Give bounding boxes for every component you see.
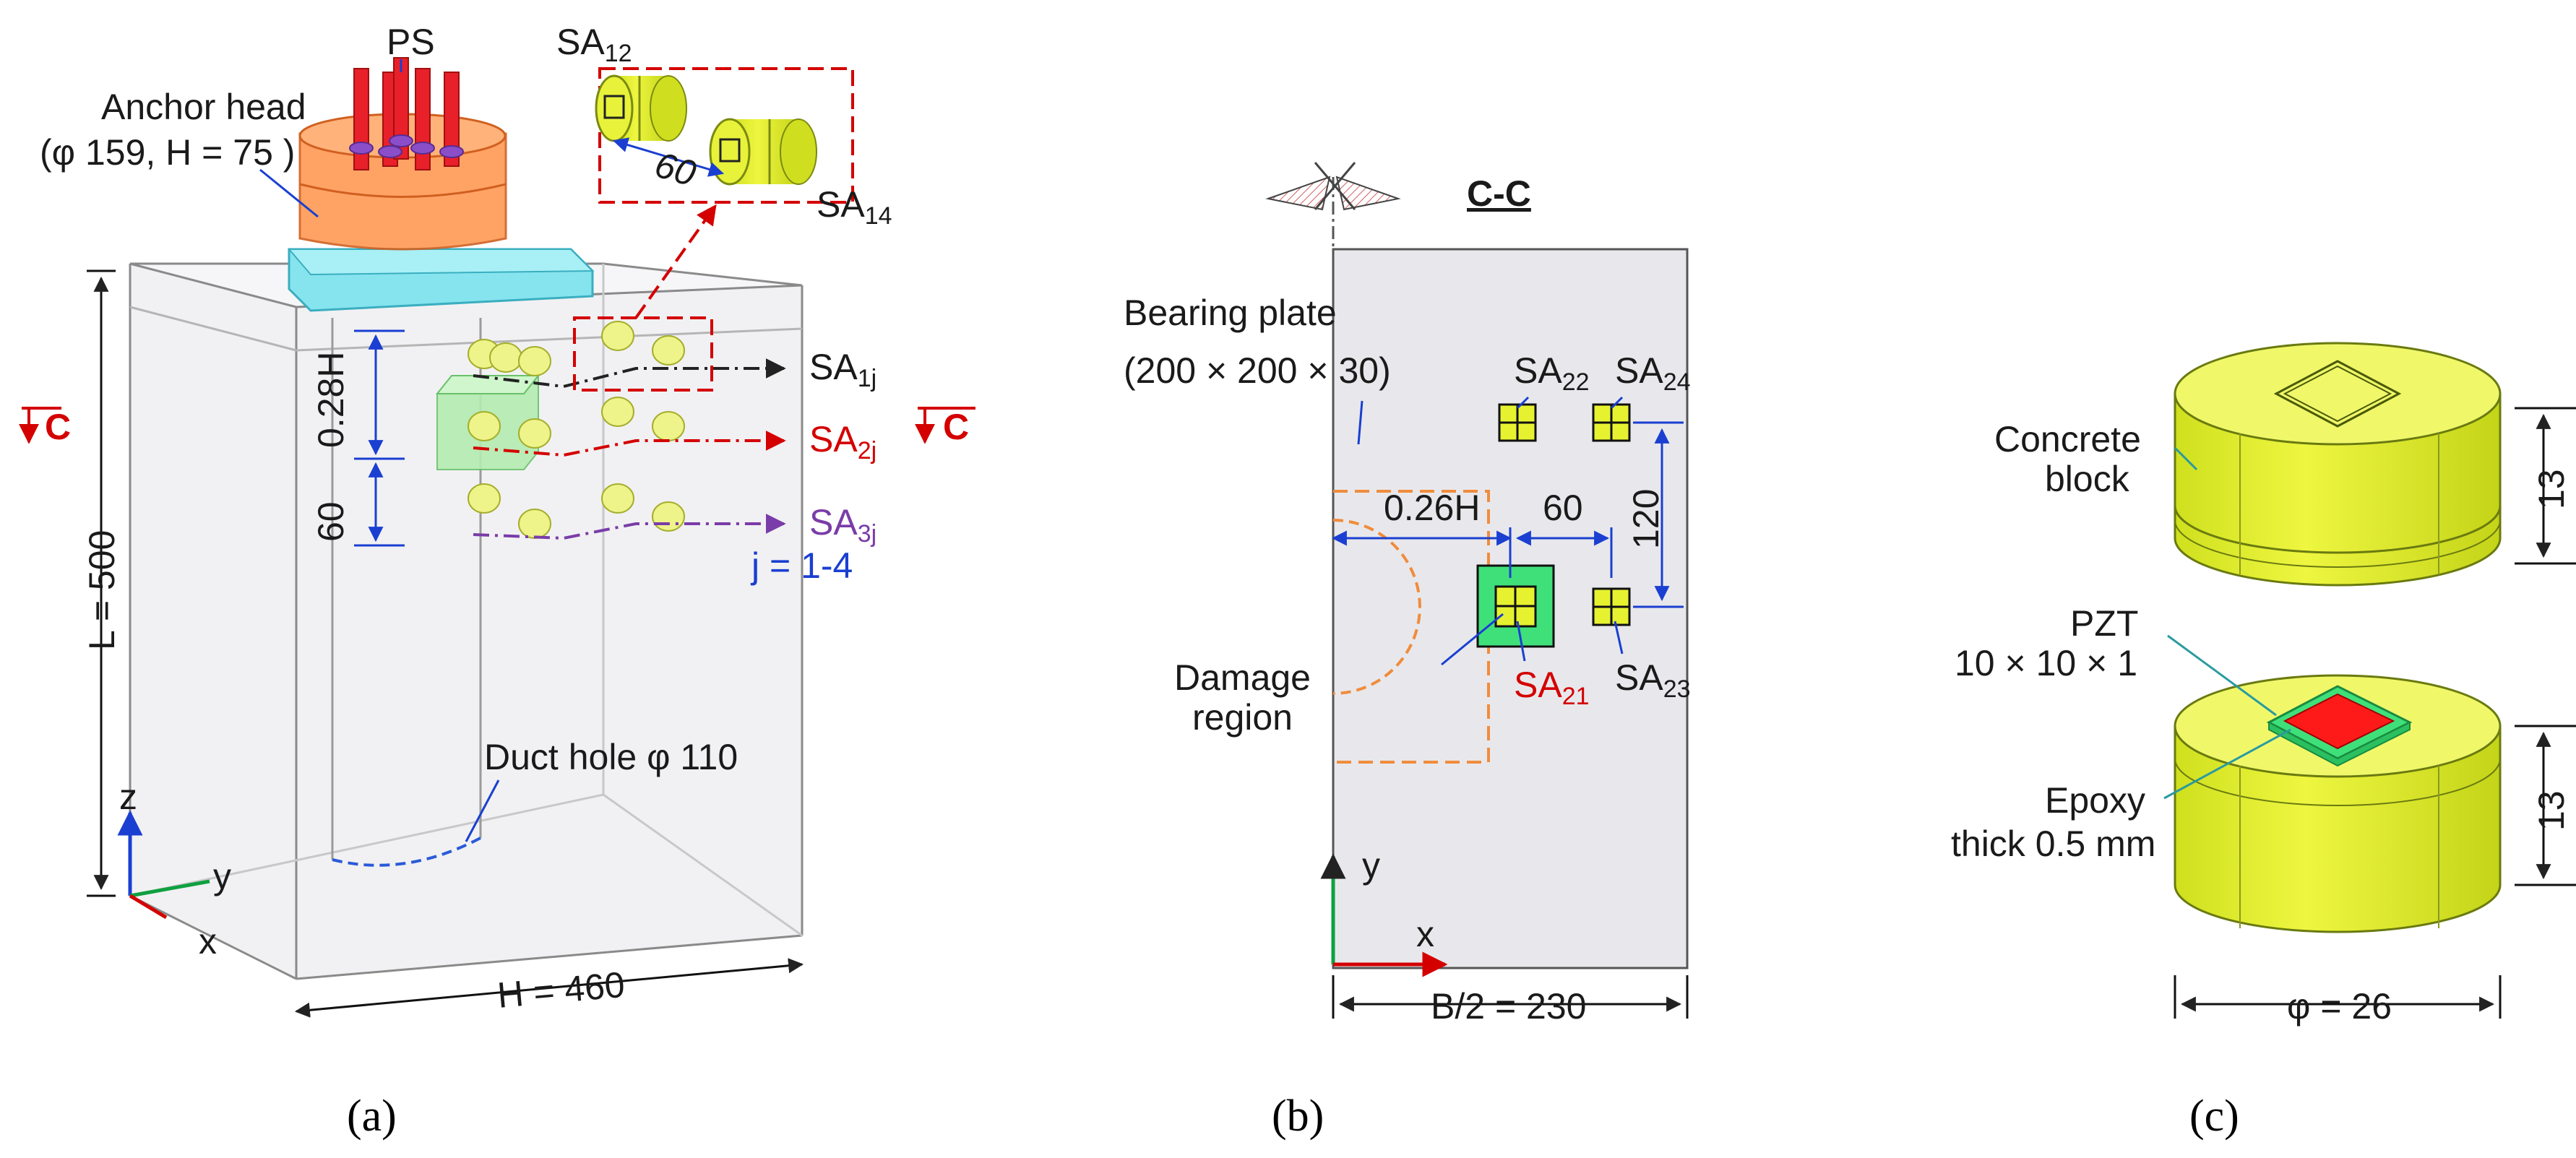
dim-13-bottom-line [2515,725,2576,886]
sa2j-label: SA2j [809,419,876,465]
caption-a: (a) [347,1092,397,1141]
bearing-plate-dims: (200 × 200 × 30) [1124,350,1391,391]
dim-120-label: 120 [1626,489,1666,549]
sa23-label: SA23 [1615,657,1691,703]
row-sa3j-line [473,514,786,540]
caption-c: (c) [2189,1092,2239,1141]
sa21-label: SA21 [1514,665,1590,710]
concrete-label-1: Concrete [1994,419,2141,459]
anchor-head-leader [259,168,319,218]
axis-x-label: x [199,921,217,962]
duct-leader [465,779,500,842]
sa21-leader [1516,621,1526,662]
diameter-label: φ = 26 [2287,986,2392,1027]
damage-label-2: region [1192,697,1293,738]
dim-028H-line [354,329,405,547]
pzt-patch [2283,693,2395,750]
dim-L-line [87,269,116,897]
dim-13-top-label: 13 [2531,469,2572,509]
bearing-plate-label: Bearing plate [1124,293,1337,333]
duct-half-circle [1332,519,1421,695]
epoxy-leader [2163,728,2291,800]
panel-c-sensor [2163,342,2576,1019]
inset-sensor-sa12 [595,74,687,142]
dim-028H-label: 0.28H [311,352,351,448]
section-c-left-label: C [45,407,71,447]
dim-120-line [1633,421,1684,608]
epoxy-label-1: Epoxy [2045,780,2145,821]
sa22-leader [1516,396,1530,410]
panel-a-3d-model [19,57,975,1018]
caption-b: (b) [1272,1092,1324,1141]
width-b-label: B/2 = 230 [1431,986,1586,1027]
bearing-plate [287,248,595,312]
section-c-left-arrow [19,407,61,444]
dim-13-bottom-label: 13 [2531,790,2572,831]
dim-60-b-line [1515,527,1613,578]
axes-a [117,810,210,920]
concrete-label-2: block [2045,459,2130,499]
dim-H-line [294,958,804,1018]
concrete-leader [2174,446,2198,471]
dim-60-b-label: 60 [1543,488,1583,528]
sa24-label: SA24 [1615,350,1691,396]
sa24-leader [1610,396,1624,410]
sa3j-label: SA3j [809,502,876,548]
sa1j-label: SA1j [809,347,876,392]
pzt-leader [2167,634,2277,717]
row-sa2j-line [473,431,786,457]
inset-sensor-sa14 [709,118,817,186]
axes-b [1320,853,1448,977]
inset-spacing-arrow [612,137,725,177]
axis-z-label: z [119,777,137,817]
duct-label: Duct hole φ 110 [484,737,738,777]
section-c-right-label: C [943,407,969,447]
sensor-sa21 [1494,585,1537,628]
sa23-leader [1614,621,1624,654]
sensor-sa23 [1592,587,1631,626]
j-range-label: j = 1-4 [750,545,853,586]
dim-026H-line [1331,527,1512,578]
axis-y-b-label: y [1362,845,1380,886]
section-title: C-C [1467,173,1531,214]
sa14-label: SA14 [817,184,892,230]
pzt-label-1: PZT [2070,603,2138,644]
damage-leader [1441,613,1504,666]
axis-x-b-label: x [1416,914,1434,954]
inset-frame [598,67,854,204]
ps-label: PS [387,22,435,62]
sa22-label: SA22 [1514,350,1590,396]
inset-spacing-label: 60 [650,144,700,194]
sensor-sa22 [1498,403,1537,442]
dim-026H-label: 0.26H [1384,488,1480,528]
dim-diameter-line [2174,975,2502,1019]
concrete-block-top [2174,342,2502,587]
strand-wedges [349,134,464,158]
length-label: L = 500 [82,530,122,650]
sa12-label: SA12 [556,22,632,67]
row-sa1j-line [473,358,786,389]
anchor-head-label: Anchor head [101,87,306,127]
bearing-plate-leader [1357,400,1364,445]
sa12-highlight-box [573,316,713,392]
width-label: H = 460 [496,964,626,1016]
dim-B2-line [1332,975,1689,1019]
sensor-array-a [468,321,685,539]
sensor-sa24 [1592,403,1631,442]
dim-13-top-line [2515,407,2576,565]
dim-60-label: 60 [311,501,351,542]
pzt-label-2: 10 × 10 × 1 [1955,643,2137,683]
section-c-right-arrow [915,407,975,444]
symmetry-symbol [1265,162,1401,211]
damage-label-1: Damage [1174,657,1311,698]
epoxy-label-2: thick 0.5 mm [1951,824,2155,864]
anchor-head-dims: (φ 159, H = 75 ) [40,132,295,173]
panel-b-section [1265,162,1689,1019]
axis-y-label: y [213,856,231,896]
